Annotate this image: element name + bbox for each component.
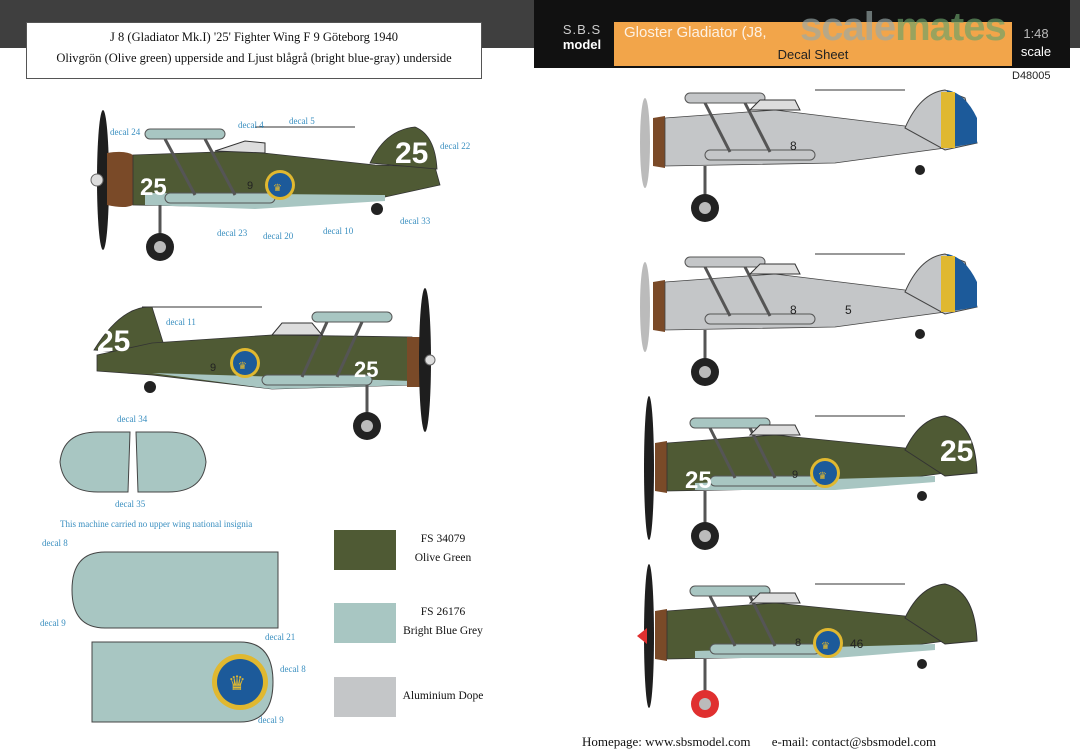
decal-8a-label: decal 8 [42, 538, 68, 548]
svg-text:♛: ♛ [818, 471, 827, 482]
svg-text:♛: ♛ [821, 641, 830, 652]
decal-23-label: decal 23 [217, 228, 248, 238]
last-number: 8 [795, 637, 801, 649]
svg-text:♛: ♛ [238, 361, 247, 372]
lower-wing-view: ♛ [91, 641, 274, 723]
decal-9a-label: decal 9 [40, 618, 66, 628]
profile-last: ♛ 8 46 [637, 564, 978, 718]
product-code: D48005 [1012, 70, 1051, 82]
brand-bottom: model [562, 37, 602, 52]
profile-green: ♛ 25 25 9 [644, 396, 978, 550]
swatch-name: Bright Blue Grey [403, 625, 483, 637]
swatch-name: Aluminium Dope [402, 690, 484, 702]
green-number: 25 [685, 467, 712, 494]
email-link[interactable]: e-mail: contact@sbsmodel.com [771, 734, 937, 749]
green-side-number: 9 [792, 469, 798, 481]
number-25-b: 25 [354, 357, 378, 382]
decal-34-label: decal 34 [117, 414, 148, 424]
decal-35-label: decal 35 [115, 499, 146, 509]
side-number-b: 9 [210, 362, 216, 374]
watermark: scalemates [800, 5, 1007, 50]
svg-text:♛: ♛ [228, 671, 246, 695]
swatch-bright-blue-grey-label: FS 26176 Bright Blue Grey [398, 603, 488, 641]
swatch-bright-blue-grey [334, 603, 396, 643]
swatch-olive-green-label: FS 34079 Olive Green [398, 530, 488, 568]
green-tail-number: 25 [940, 435, 973, 468]
profile-title-box: J 8 (Gladiator Mk.I) '25' Fighter Wing F… [26, 22, 482, 79]
side-number: 9 [247, 180, 253, 192]
profile-silver-1: 8 [640, 89, 978, 222]
footer: Homepage: www.sbsmodel.com e-mail: conta… [582, 734, 954, 750]
profile-silver-2: 8 5 [640, 253, 978, 386]
swatch-code: FS 34079 [420, 533, 466, 545]
silver2-number-b: 5 [845, 303, 852, 317]
sbs-logo: S.B.S model [556, 22, 608, 66]
tailplane-view [59, 431, 207, 493]
tail-number-25-b: 25 [97, 325, 130, 358]
product-name: Gloster Gladiator (J8, [624, 24, 767, 41]
product-subtitle: Decal Sheet [777, 47, 849, 62]
watermark-b: mates [895, 5, 1007, 49]
upper-wing-view [71, 551, 279, 629]
swatch-aluminium-dope-label: Aluminium Dope [398, 687, 488, 706]
scale-badge: 1:48 scale [1014, 22, 1058, 66]
profile-subtitle: Olivgrön (Olive green) upperside and Lju… [56, 51, 452, 65]
product-banner: Gloster Gladiator (J8, Decal Sheet [614, 22, 1012, 66]
decal-24-label: decal 24 [110, 127, 141, 137]
decal-5-label: decal 5 [289, 116, 315, 126]
watermark-a: scale [800, 5, 896, 49]
decal-21-label: decal 21 [265, 632, 296, 642]
profile-left-side: ♛ 25 25 9 [90, 110, 441, 261]
silver2-number-a: 8 [790, 303, 797, 317]
tail-number-25: 25 [395, 137, 428, 170]
decal-22-label: decal 22 [440, 141, 471, 151]
swatch-name: Olive Green [414, 552, 472, 564]
swatch-aluminium-dope [334, 677, 396, 717]
profile-title: J 8 (Gladiator Mk.I) '25' Fighter Wing F… [110, 30, 398, 44]
svg-text:♛: ♛ [273, 183, 282, 194]
silver1-number: 8 [790, 139, 797, 153]
brand-top: S.B.S [562, 22, 602, 37]
swatch-olive-green [334, 530, 396, 570]
swatch-code: FS 26176 [420, 606, 466, 618]
decal-4-label: decal 4 [238, 120, 264, 130]
scale-value: 1:48 [1023, 26, 1049, 41]
decal-10-label: decal 10 [323, 226, 354, 236]
profile-right-side: ♛ 25 25 9 [93, 288, 436, 440]
number-25: 25 [140, 174, 167, 201]
decal-9b-label: decal 9 [258, 715, 284, 725]
decal-20-label: decal 20 [263, 231, 294, 241]
scale-label: scale [1020, 44, 1052, 59]
decal-11-label: decal 11 [166, 317, 196, 327]
decal-33-label: decal 33 [400, 216, 431, 226]
decal-8b-label: decal 8 [280, 664, 306, 674]
last-number-b: 46 [850, 637, 864, 651]
homepage-link[interactable]: Homepage: www.sbsmodel.com [582, 734, 751, 749]
insignia-note: This machine carried no upper wing natio… [60, 519, 253, 529]
